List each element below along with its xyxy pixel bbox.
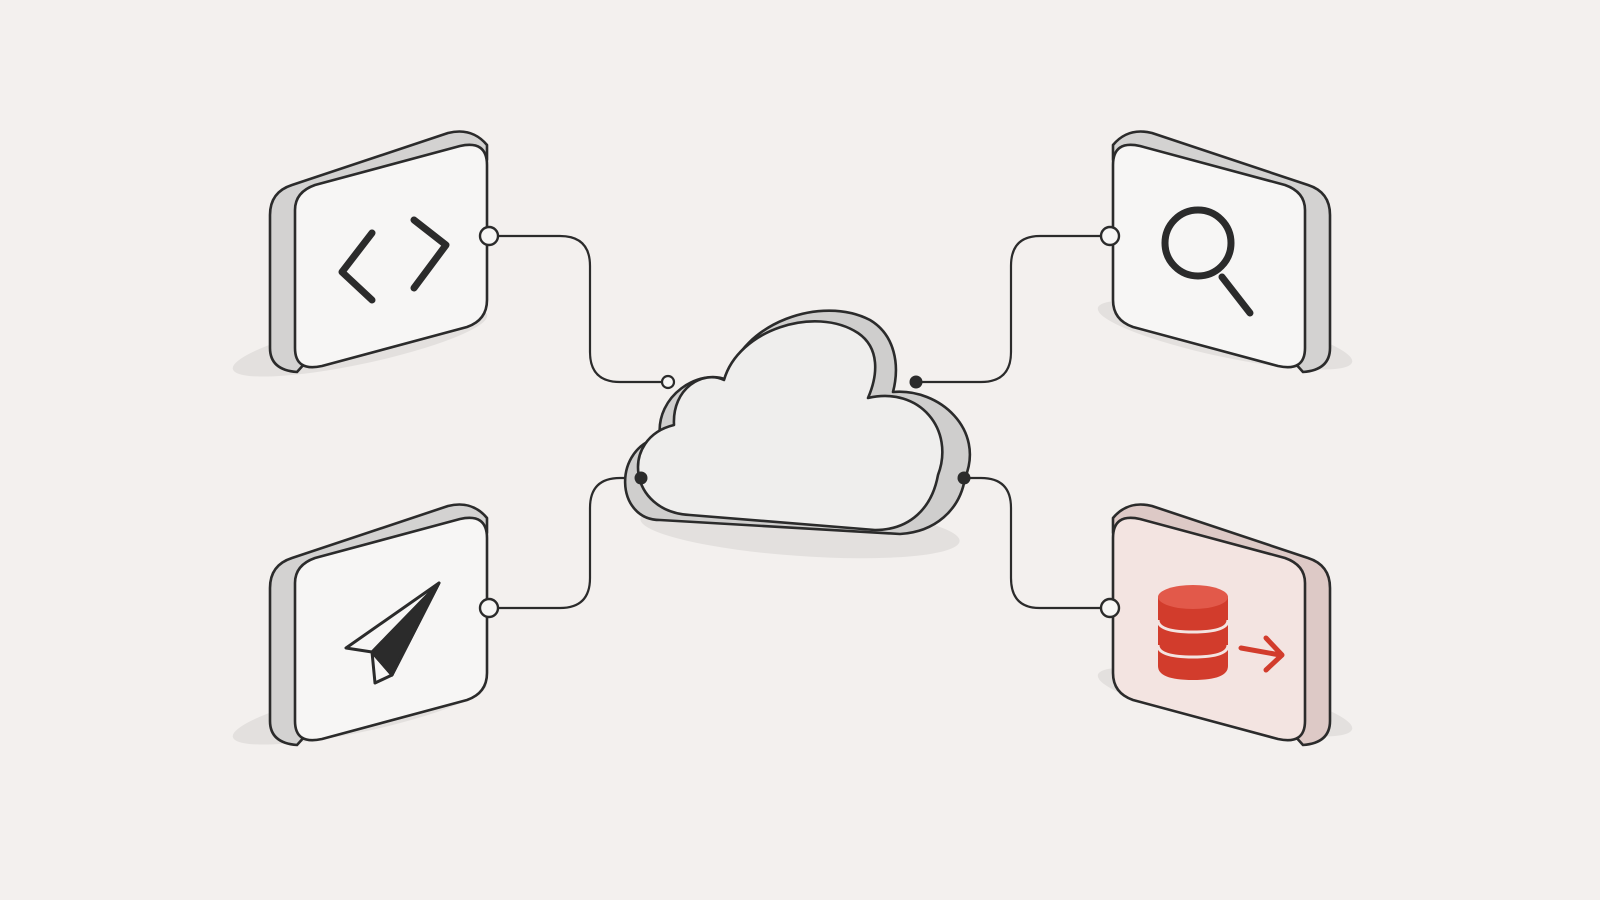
node-code-port — [478, 225, 500, 247]
cloud-hub-face — [636, 320, 944, 532]
magnifier-icon — [1161, 206, 1254, 317]
node-search-port — [1099, 225, 1121, 247]
code-brackets-icon — [338, 216, 450, 304]
cloud-port-bottom-right — [957, 471, 971, 485]
node-code — [268, 130, 500, 374]
node-data-export-port — [1099, 597, 1121, 619]
connectors — [487, 234, 1112, 610]
cloud-hub — [623, 309, 972, 536]
node-send-port — [478, 597, 500, 619]
connector-send-to-cloud — [487, 476, 643, 610]
paper-plane-icon — [344, 581, 441, 685]
cloud-port-top-left — [660, 374, 676, 390]
connector-data-export-to-cloud — [962, 476, 1112, 610]
node-send — [268, 503, 500, 747]
connector-search-to-cloud — [914, 234, 1112, 384]
database-export-icon — [1156, 585, 1285, 680]
node-search-face — [1111, 143, 1307, 369]
node-search — [1099, 130, 1332, 374]
cloud-port-bottom-left — [634, 471, 648, 485]
node-code-face — [293, 143, 489, 369]
connector-code-to-cloud — [487, 234, 670, 384]
cloud-port-top-right — [909, 375, 923, 389]
node-data-export — [1099, 503, 1332, 747]
